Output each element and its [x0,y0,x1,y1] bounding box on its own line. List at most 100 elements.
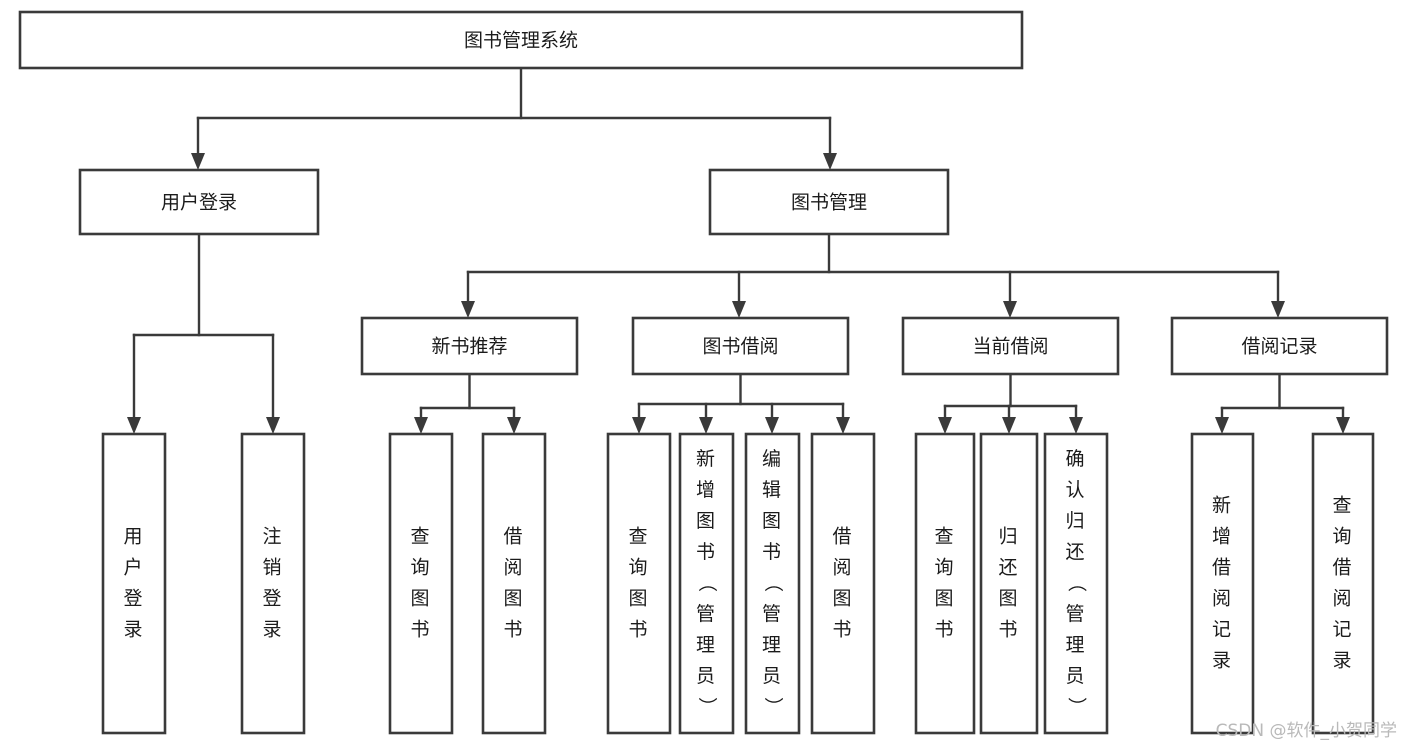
node-label-book-manage: 图书管理 [791,192,867,214]
node-label-char: 录 [123,619,144,641]
node-label-char: 阅 [1332,588,1353,610]
node-box-leaf-logout[interactable] [240,432,306,735]
node-label-char: 销 [262,557,283,579]
node-label-char: 认 [1065,479,1086,501]
node-root[interactable]: 图书管理系统 [18,10,1024,70]
node-label-char: 借 [503,526,524,548]
node-label-char: 书 [628,619,649,641]
new-book-recommend-to-leaves-arrow-1-head [507,417,521,434]
book-manage-to-level3-arrow-2-head [1003,301,1017,318]
node-box-leaf-add-record[interactable] [1190,432,1255,735]
node-label-char: 记 [1212,619,1233,641]
node-new-book-recommend[interactable]: 新书推荐 [360,316,579,376]
node-box-leaf-query-book-cur[interactable] [914,432,976,735]
node-borrow-record[interactable]: 借阅记录 [1170,316,1389,376]
node-label-char: 书 [410,619,431,641]
node-label-char: 询 [410,557,431,579]
node-box-leaf-add-book-admin[interactable] [678,432,735,735]
book-manage-to-level3-arrow-0-head [461,301,475,318]
borrow-record-to-leaves-arrow-0-head [1215,417,1229,434]
node-box-current-borrow[interactable] [901,316,1120,376]
book-borrow-to-leaves-arrow-1-head [699,417,713,434]
node-box-leaf-query-record[interactable] [1311,432,1375,735]
node-label-char: 户 [123,557,144,579]
current-borrow-to-leaves-arrow-1-head [1002,417,1016,434]
node-label-char: 查 [628,526,649,548]
node-label-char: 查 [410,526,431,548]
book-borrow-to-leaves-arrow-3-head [836,417,850,434]
node-box-leaf-borrow-book[interactable] [810,432,876,735]
node-label-current-borrow: 当前借阅 [972,336,1048,358]
node-label-char: 理 [762,634,783,656]
node-box-leaf-user-login[interactable] [101,432,167,735]
node-box-leaf-edit-book-admin[interactable] [744,432,801,735]
node-label-char: 员 [696,665,717,687]
node-label-char: 理 [696,634,717,656]
node-box-new-book-recommend[interactable] [360,316,579,376]
node-box-leaf-query-book-borrow[interactable] [606,432,672,735]
book-manage-to-level3-arrow-1-head [732,301,746,318]
node-label-char: 阅 [832,557,853,579]
book-manage-to-level3-arrow-3-head [1271,301,1285,318]
node-current-borrow[interactable]: 当前借阅 [901,316,1120,376]
node-box-leaf-confirm-return-admin[interactable] [1043,432,1109,735]
node-label-char: 增 [1212,526,1233,548]
node-book-borrow[interactable]: 图书借阅 [631,316,850,376]
node-label-char: 图 [696,510,717,532]
node-label-char: 管 [762,603,783,625]
node-label-char: 询 [628,557,649,579]
node-label-char: 理 [1065,634,1086,656]
node-label-char: 图 [832,588,853,610]
node-label-char: 图 [934,588,955,610]
node-label-char: 用 [123,526,144,548]
node-label-char: 书 [934,619,955,641]
node-label-new-book-recommend: 新书推荐 [431,336,507,358]
new-book-recommend-to-leaves-arrow-0-head [414,417,428,434]
root-to-level2-arrow-1-head [823,153,837,170]
connectors-layer [127,66,1350,434]
node-box-leaf-return-book[interactable] [979,432,1039,735]
node-label-char: 记 [1332,619,1353,641]
node-label-char: ） [762,697,784,718]
node-box-book-borrow[interactable] [631,316,850,376]
node-label-char: ） [1066,697,1088,718]
node-label-char: 录 [1332,650,1353,672]
node-label-char: 管 [1065,603,1086,625]
node-box-user-login[interactable] [78,168,320,236]
node-leaf-user-login[interactable]: 用户登录 [101,432,167,735]
book-borrow-to-leaves-arrow-0-head [632,417,646,434]
node-label-char: 图 [410,588,431,610]
node-box-leaf-borrow-book-rec[interactable] [481,432,547,735]
node-label-char: 辑 [762,479,783,501]
node-label-char: （ [696,573,718,594]
node-book-manage[interactable]: 图书管理 [708,168,950,236]
node-label-char: 书 [762,541,783,563]
node-box-leaf-query-book-rec[interactable] [388,432,454,735]
node-label-char: 录 [262,619,283,641]
node-label-borrow-record: 借阅记录 [1241,336,1317,358]
node-label-user-login: 用户登录 [161,192,237,214]
node-label-char: 图 [503,588,524,610]
node-label-char: （ [762,573,784,594]
node-label-char: 员 [1065,665,1086,687]
current-borrow-to-leaves-arrow-2-head [1069,417,1083,434]
node-box-book-manage[interactable] [708,168,950,236]
node-box-root[interactable] [18,10,1024,70]
node-box-borrow-record[interactable] [1170,316,1389,376]
node-user-login[interactable]: 用户登录 [78,168,320,236]
node-label-char: 登 [262,588,283,610]
node-label-char: 借 [1332,557,1353,579]
